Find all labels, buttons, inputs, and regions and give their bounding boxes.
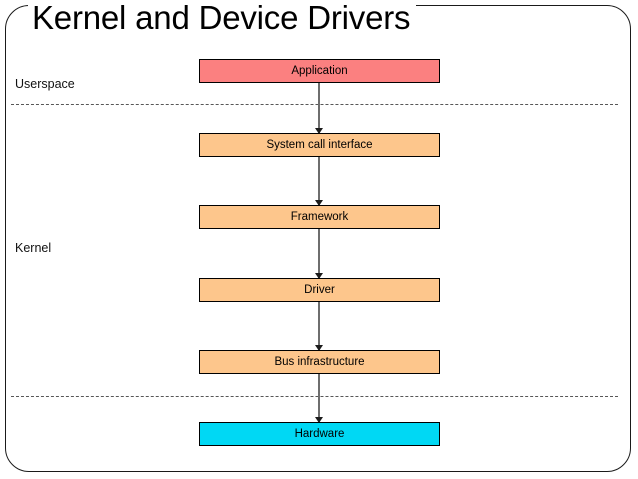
- zone-label-kernel: Kernel: [15, 241, 52, 255]
- diagram-node-driver[interactable]: Driver: [199, 278, 440, 302]
- arrow-driver-to-bus-icon: [314, 302, 323, 351]
- diagram-node-syscall[interactable]: System call interface: [199, 133, 440, 157]
- diagram-node-framework[interactable]: Framework: [199, 205, 440, 229]
- userspace-kernel-divider: [11, 104, 618, 105]
- arrow-syscall-to-framework-icon: [314, 157, 323, 206]
- page-title: Kernel and Device Drivers: [28, 0, 417, 40]
- diagram-node-bus-infrastructure[interactable]: Bus infrastructure: [199, 350, 440, 374]
- kernel-hardware-divider: [11, 396, 618, 397]
- arrow-framework-to-driver-icon: [314, 229, 323, 279]
- diagram-node-application[interactable]: Application: [199, 59, 440, 83]
- zone-label-userspace: Userspace: [15, 77, 75, 91]
- arrow-application-to-syscall-icon: [314, 83, 323, 134]
- diagram-node-hardware[interactable]: Hardware: [199, 422, 440, 446]
- arrow-bus-to-hardware-icon: [314, 374, 323, 423]
